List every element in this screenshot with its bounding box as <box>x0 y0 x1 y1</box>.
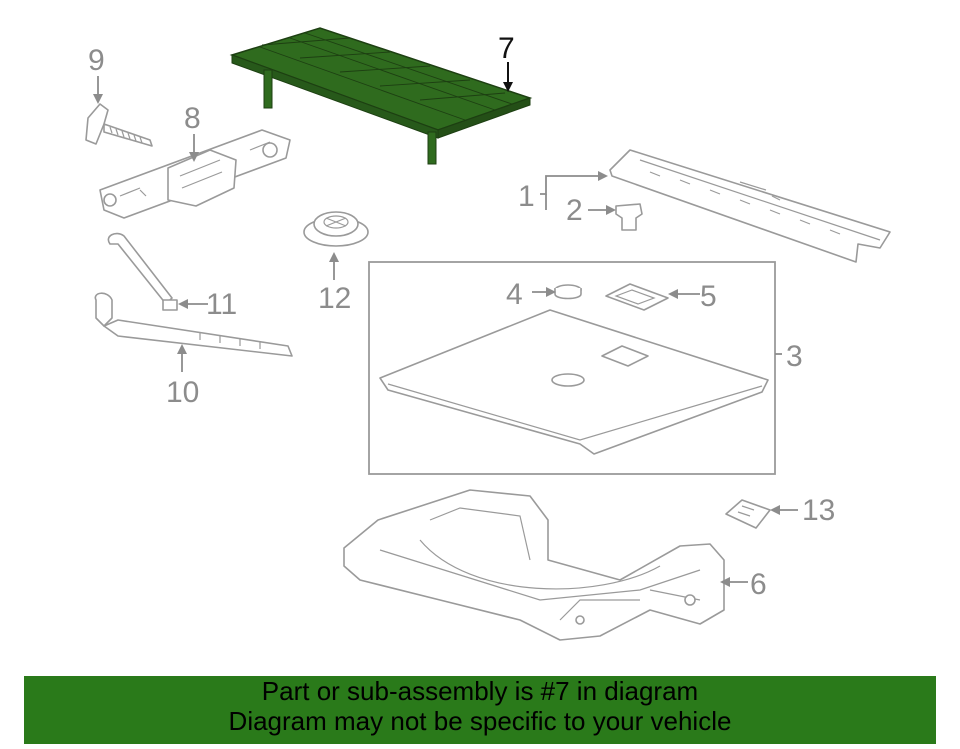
part-7-panel[interactable] <box>229 27 533 165</box>
banner-line-1: Part or sub-assembly is #7 in diagram <box>261 676 699 706</box>
part-12-plug[interactable] <box>303 211 369 247</box>
callout-7: 7 <box>498 32 515 65</box>
parts-diagram: 9 8 7 1 2 12 4 5 11 3 10 13 6 <box>85 27 891 641</box>
callout-9: 9 <box>88 44 105 77</box>
callout-12: 12 <box>318 282 351 315</box>
callout-8: 8 <box>184 102 201 135</box>
callout-5: 5 <box>700 280 717 313</box>
part-2-clip[interactable] <box>615 203 643 231</box>
part-6-tub[interactable] <box>343 489 725 641</box>
part-9-bolt[interactable] <box>85 103 153 147</box>
part-8-jack[interactable] <box>99 129 291 219</box>
part-4-cap[interactable] <box>554 284 582 300</box>
part-11-handle[interactable] <box>107 232 178 311</box>
callout-3: 3 <box>786 340 803 373</box>
part-1-sill-plate[interactable] <box>609 149 891 263</box>
callout-6: 6 <box>750 568 767 601</box>
callout-2: 2 <box>566 194 583 227</box>
info-banner: Part or sub-assembly is #7 in diagram Di… <box>24 676 936 744</box>
part-13-bracket[interactable] <box>725 499 771 529</box>
part-5-pad[interactable] <box>605 283 669 311</box>
callout-11: 11 <box>206 288 237 321</box>
callout-10: 10 <box>166 376 199 409</box>
part-3-floor-cover[interactable] <box>379 309 769 455</box>
callout-13: 13 <box>802 494 835 527</box>
banner-line-2: Diagram may not be specific to your vehi… <box>228 706 732 736</box>
callout-1: 1 <box>518 180 535 213</box>
part-10-wrench[interactable] <box>94 292 293 357</box>
callout-4: 4 <box>506 278 523 311</box>
part-3-group-box <box>368 261 776 475</box>
